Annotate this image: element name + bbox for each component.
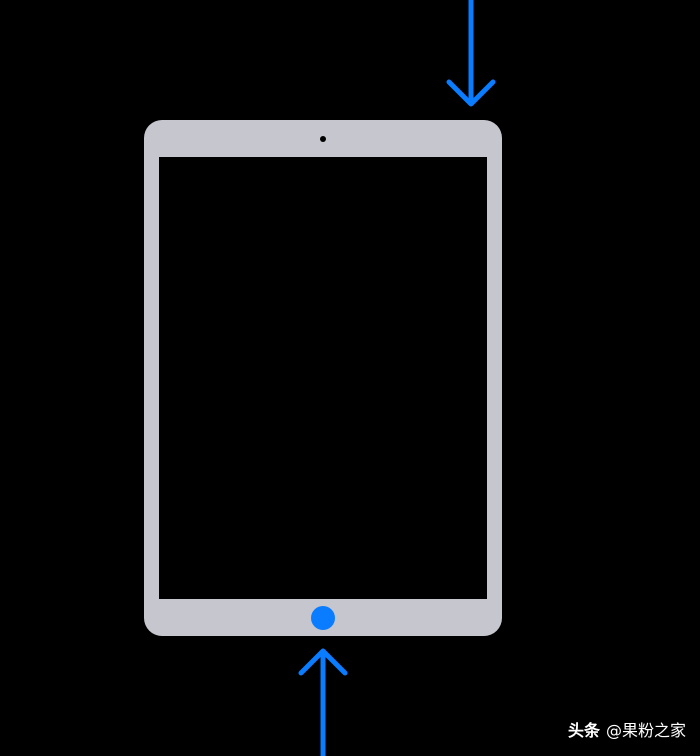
home-button-icon [311,606,335,630]
ipad-device-frame [144,120,502,636]
watermark: 头条 @果粉之家 [568,721,686,741]
watermark-brand: 头条 [567,721,600,740]
front-camera-icon [320,136,326,142]
ipad-screen [159,157,487,599]
home-button-arrow-up-icon [298,648,348,756]
top-button-arrow-down-icon [446,0,496,107]
watermark-account: @果粉之家 [605,721,686,740]
